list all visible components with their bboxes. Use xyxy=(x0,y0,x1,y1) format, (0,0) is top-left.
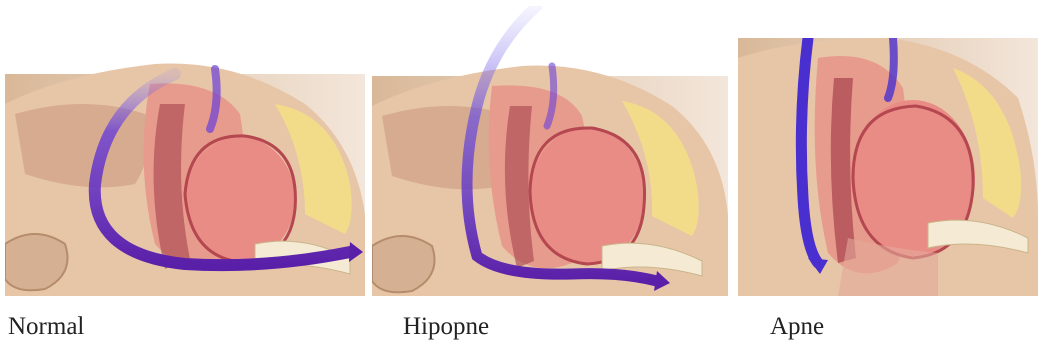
caption-normal: Normal xyxy=(8,312,84,342)
illustration-normal xyxy=(5,44,365,296)
nasal-cavity xyxy=(15,104,148,187)
caption-apne: Apne xyxy=(770,312,824,342)
illustration-apne xyxy=(738,38,1038,296)
illustration-hipopne xyxy=(372,6,728,296)
caption-hipopne: Hipopne xyxy=(403,312,489,342)
